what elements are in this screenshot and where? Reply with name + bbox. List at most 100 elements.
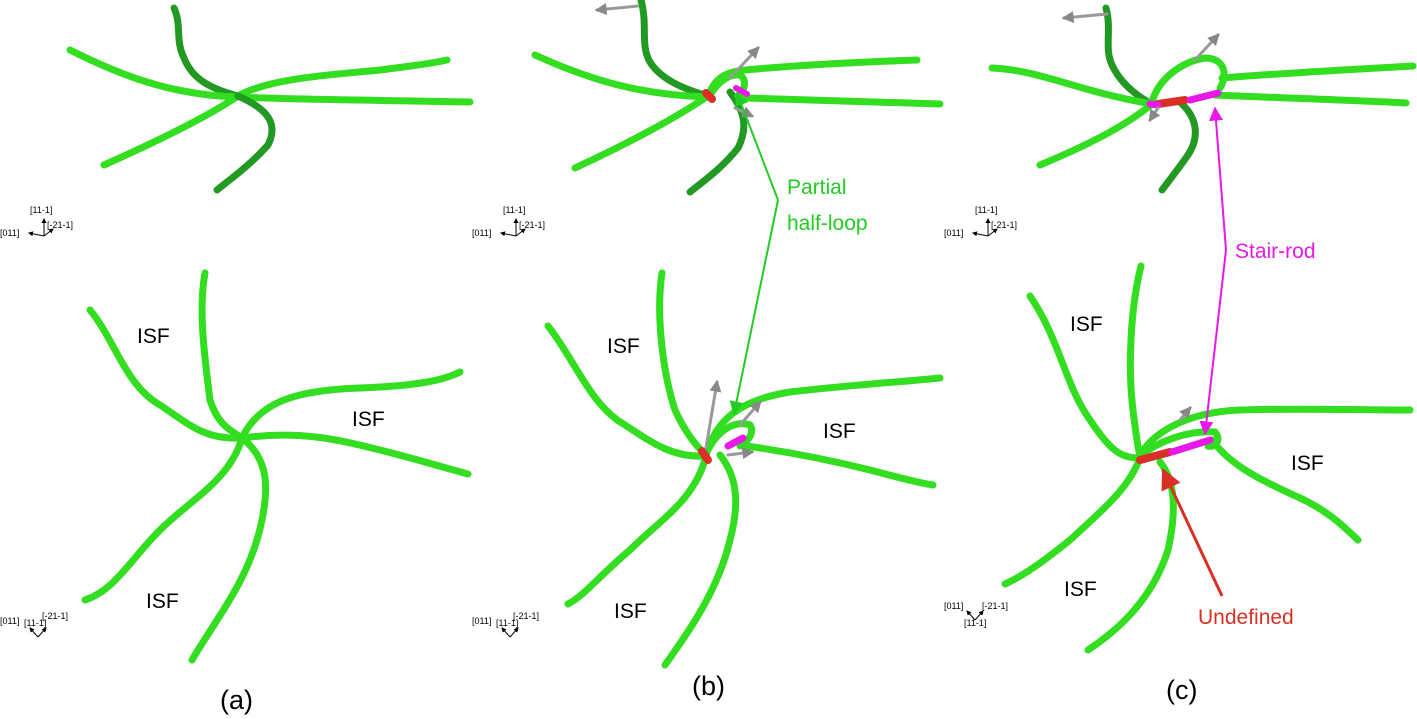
dislocation-line [213, 92, 276, 194]
annotation-label: half-loop [787, 212, 868, 235]
dislocation-line [656, 269, 710, 459]
axis-label-left: [011] [472, 616, 491, 626]
dislocation-line [531, 51, 712, 101]
burgers-vector-arrow [726, 447, 755, 460]
dislocation-line [198, 269, 246, 442]
panel-a-top-axes: [11-1] [011] [-21-1] [0, 205, 73, 238]
dislocation-line [188, 434, 270, 664]
isf-label: ISF [352, 408, 385, 431]
partial-half-loop-annotation: Partial half-loop [729, 91, 868, 416]
stair-rod-segment [1146, 100, 1162, 109]
burgers-vector-arrow [594, 3, 640, 16]
undefined-segment [702, 89, 716, 103]
annotation-arrow [729, 199, 779, 416]
isf-label: ISF [146, 590, 179, 613]
undefined-segment [698, 447, 712, 464]
isf-label: ISF [823, 420, 856, 443]
axis-label-up: [11-1] [503, 205, 525, 215]
panel-b-top-axes: [11-1] [011] [-21-1] [472, 205, 545, 238]
annotation-arrow [734, 91, 779, 201]
burgers-vector-arrow [1148, 106, 1161, 122]
dislocation-line [702, 374, 944, 460]
partial-loop [1148, 54, 1228, 106]
dislocation-line [238, 431, 472, 478]
axis-label-mid: [11-1] [964, 618, 986, 628]
dislocation-line [544, 322, 710, 460]
dislocation-line [1084, 458, 1177, 654]
burgers-vector-arrow [1061, 11, 1109, 24]
dislocation-line [741, 94, 944, 108]
burgers-vector-arrow [704, 379, 722, 450]
dislocation-line [1126, 262, 1145, 460]
isf-label: ISF [1070, 313, 1103, 336]
panel-b-top-view [531, 0, 944, 196]
panel-c-bottom-axes: [011] [11-1] [-21-1] [944, 601, 1008, 628]
annotation-arrow [1161, 468, 1224, 597]
dislocation-line [736, 441, 937, 489]
panel-a: [11-1] [011] [-21-1] [011] [11-1] [-21-1… [0, 4, 474, 715]
dislocation-line [1211, 91, 1410, 107]
panel-caption: (c) [1166, 675, 1197, 705]
panel-c-bottom-view [1001, 262, 1414, 654]
dislocation-line [1218, 62, 1417, 82]
annotation-label: Partial [787, 176, 847, 199]
dislocation-line [571, 92, 712, 172]
dislocation-line [1102, 4, 1156, 108]
dislocation-line [100, 92, 242, 169]
axis-label-left: [011] [0, 228, 19, 238]
panel-b-bottom-axes: [011] [11-1] [-21-1] [472, 611, 539, 638]
dislocation-line [1136, 405, 1414, 459]
isf-label: ISF [614, 600, 647, 623]
dislocation-line [170, 4, 242, 100]
burgers-vector-arrow [728, 46, 760, 80]
dislocation-line [1036, 100, 1156, 169]
burgers-vector-arrow [738, 400, 762, 427]
axis-label-right: [-21-1] [47, 220, 73, 230]
panel-a-top-view [66, 4, 474, 194]
stair-rod-annotation: Stair-rod [1199, 106, 1316, 436]
dislocation-line [988, 64, 1156, 108]
axis-label-left: [011] [0, 616, 19, 626]
annotation-label: Undefined [1198, 606, 1294, 629]
dislocation-line [564, 452, 710, 608]
dislocation-line [238, 368, 464, 442]
dislocation-line [1208, 436, 1362, 544]
axis-label-left: [011] [472, 228, 491, 238]
panel-caption: (b) [692, 671, 725, 701]
isf-label: ISF [1291, 452, 1324, 475]
undefined-annotation: Undefined [1161, 468, 1294, 629]
axis-label-left: [011] [944, 601, 963, 611]
isf-label: ISF [607, 335, 640, 358]
axis-label-up: [11-1] [30, 205, 52, 215]
dislocation-line [66, 46, 474, 106]
panel-c-top-view [988, 4, 1417, 194]
axis-label-mid: [11-1] [496, 618, 518, 628]
annotation-label: Stair-rod [1235, 240, 1316, 263]
dislocation-line [661, 451, 740, 669]
dislocation-line [637, 0, 712, 100]
axis-label-right: [-21-1] [982, 601, 1008, 611]
dislocation-line [234, 56, 451, 100]
partial-loop [704, 420, 756, 454]
undefined-segment [1136, 448, 1174, 464]
annotation-arrow [1208, 106, 1227, 251]
panel-b: [11-1] [011] [-21-1] [011] [11-1] [-21-1… [472, 0, 944, 701]
axis-label-right: [-21-1] [513, 611, 539, 621]
stair-rod-segment [1168, 436, 1214, 456]
axis-label-mid: [11-1] [24, 618, 46, 628]
panel-c: [11-1] [011] [-21-1] [011] [11-1] [-21-1… [944, 4, 1417, 705]
axis-label-right: [-21-1] [991, 220, 1017, 230]
axis-label-right: [-21-1] [42, 611, 68, 621]
panel-b-bottom-view [544, 269, 944, 669]
axis-label-up: [11-1] [975, 205, 997, 215]
panel-caption: (a) [220, 685, 253, 715]
stair-rod-segment [1186, 89, 1222, 104]
panel-a-bottom-view [81, 269, 472, 664]
dislocation-line [86, 306, 246, 442]
dislocation-line [1026, 292, 1144, 462]
axis-label-left: [011] [944, 228, 963, 238]
isf-label: ISF [1064, 578, 1097, 601]
dislocation-line [1001, 454, 1144, 588]
partial-loop [1136, 428, 1222, 460]
dislocation-line [81, 434, 246, 604]
